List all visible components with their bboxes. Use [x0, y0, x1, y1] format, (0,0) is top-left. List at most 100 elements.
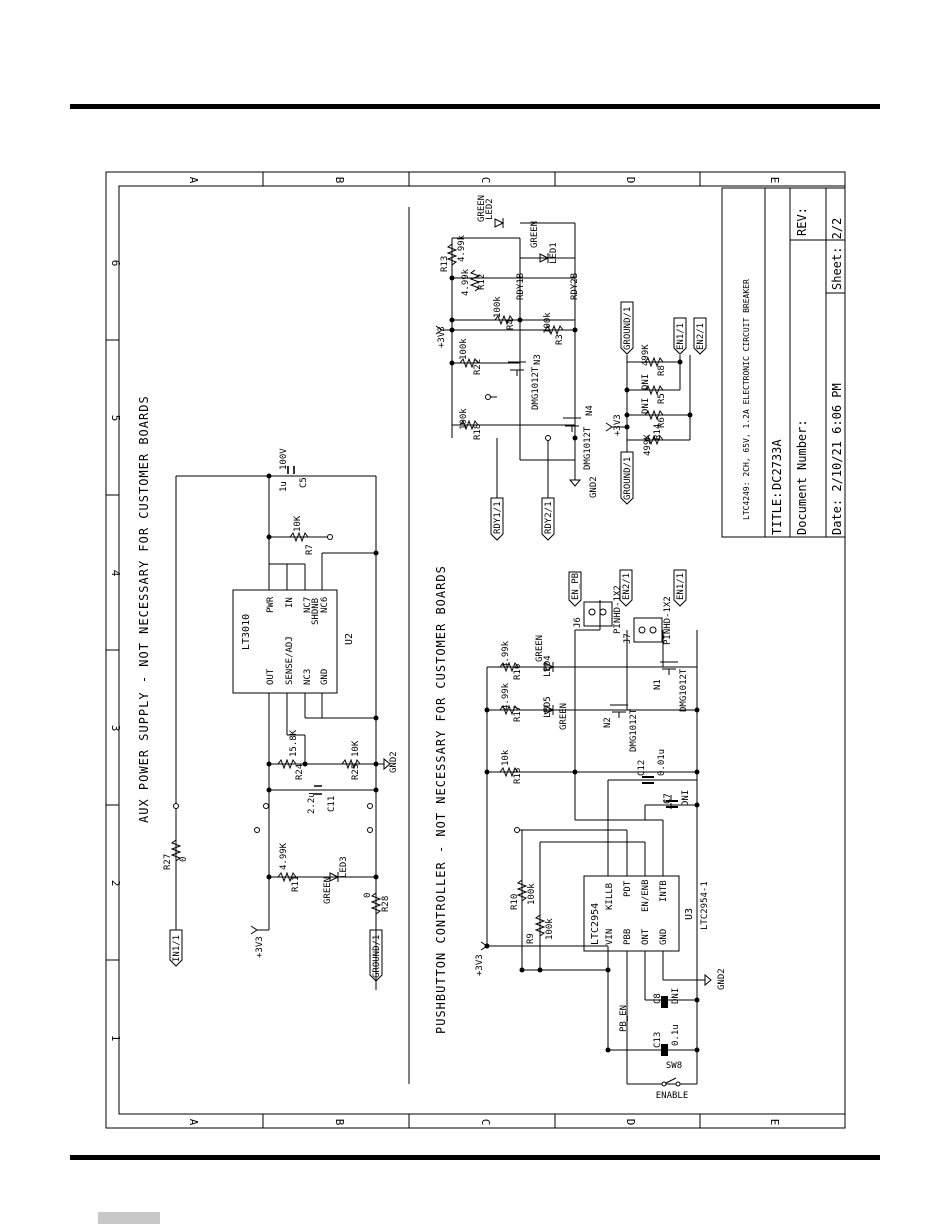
r10-resistor [516, 879, 528, 902]
c13-capacitor [661, 1044, 668, 1056]
r6-value: DNI [641, 398, 651, 414]
port-ground-bot-label: GROUND/1 [623, 457, 633, 500]
r11-resistor [277, 871, 297, 883]
title-label: TITLE: [770, 492, 784, 535]
junction [373, 715, 379, 721]
r18-ref: R18 [513, 768, 523, 784]
u2-pin-gnd: GND [320, 669, 330, 685]
r17-ref: R17 [513, 706, 523, 722]
r24-value: 15.8K [289, 729, 299, 757]
port-en2-label: EN2/1 [696, 323, 706, 350]
port-rdy2-label: RDY2/1 [544, 501, 554, 534]
port-en2-pb-shape [619, 569, 633, 607]
n1-mosfet [660, 661, 678, 675]
port-en-pb-shape [568, 571, 582, 607]
rdy-gnd2-symbol [568, 438, 582, 487]
port-in1-shape [169, 929, 183, 967]
u2-pin-nc7: NC7 [303, 597, 313, 613]
port-rdy1-label: RDY1/1 [493, 501, 503, 534]
junction [449, 275, 455, 281]
port-ground-aux-shape [369, 929, 383, 982]
r9-ref: R9 [526, 933, 536, 944]
r12-ref: R12 [477, 274, 487, 290]
rdy-plus3v3-label: +3V3 [437, 326, 447, 348]
r8-value: 499K [641, 344, 651, 366]
u2-pin-out: OUT [266, 668, 276, 685]
port-en2-pb-label: EN2/1 [622, 573, 632, 600]
r18b-ref: R18 [473, 424, 483, 440]
c5-voltage: 100V [279, 448, 289, 470]
junction [624, 424, 630, 430]
junction [266, 473, 272, 479]
u2-body [232, 589, 338, 694]
r12-resistor [469, 269, 481, 292]
junction [266, 761, 272, 767]
zone-top-b: B [333, 177, 346, 184]
pb-en-label: PB_EN [619, 1005, 629, 1032]
zone-bot-a: A [187, 1119, 200, 1126]
r4-ref: R4 [506, 319, 516, 330]
junction [677, 359, 683, 365]
port-ground-bot-shape [620, 451, 634, 505]
r22-resistor [459, 357, 479, 369]
footer-tab [98, 1212, 160, 1224]
r11-value: 4.99K [279, 842, 289, 870]
n2-ref: N2 [603, 717, 613, 728]
n2-mosfet [610, 704, 628, 718]
r13-resistor [446, 243, 458, 266]
zone-top-e: E [768, 177, 781, 184]
zone-bot-c: C [479, 1119, 492, 1126]
open-terminal [263, 803, 269, 809]
led2-ref: LED2 [485, 198, 495, 220]
title-block-description: LTC4249: 2CH, 65V, 1.2A ELECTRONIC CIRCU… [742, 279, 751, 520]
led3-diode [329, 872, 340, 882]
r6-resistor [644, 409, 664, 421]
led1-color: GREEN [530, 221, 540, 248]
port-en1-pb-label: EN1/1 [676, 573, 686, 600]
r3-resistor [544, 324, 564, 336]
r7-value: 10K [293, 515, 303, 532]
led5-ref: LED5 [543, 696, 553, 718]
u3-pin-killb: KILLB [605, 883, 615, 910]
aux-plus3v3-label: +3V3 [255, 936, 265, 958]
c13-value: 0.1u [671, 1024, 681, 1046]
n3-ref: N3 [533, 354, 543, 365]
junction [517, 317, 523, 323]
junction [694, 769, 700, 775]
r13-value: 4.99k [457, 234, 467, 262]
r10-ref: R10 [510, 894, 520, 910]
open-terminal [485, 394, 491, 400]
c5-ref: C5 [299, 477, 309, 488]
junction [605, 1047, 611, 1053]
zone-num-4: 4 [109, 570, 122, 577]
n1-part: DMG1012T [679, 668, 689, 712]
j6-pin [599, 608, 607, 616]
c12-plates2 [642, 782, 654, 784]
led4-ref: LED4 [543, 655, 553, 677]
aux-plus3v3-arrow [250, 925, 258, 935]
u3-part: LTC2954 [590, 903, 601, 945]
junction [266, 787, 272, 793]
r27-ref: R27 [163, 854, 173, 870]
junction [694, 1047, 700, 1053]
junction [605, 967, 611, 973]
junction [373, 550, 379, 556]
open-terminal [514, 827, 520, 833]
j6-header [583, 601, 613, 627]
open-terminal [327, 534, 333, 540]
j7-header [633, 617, 663, 643]
junction [572, 769, 578, 775]
r16-resistor [499, 661, 519, 673]
r27-value: 0 [179, 857, 189, 862]
r18-resistor [499, 766, 519, 778]
footer-rule [70, 1155, 880, 1160]
drawing-frame [105, 171, 846, 1129]
sw8-contact [675, 1081, 681, 1087]
n4-part: DMG1012T [583, 426, 593, 470]
en-plus3v3-label: +3V3 [613, 414, 623, 436]
n4-ref: N4 [585, 405, 595, 416]
u2-pin-pwr: PWR [266, 596, 276, 613]
r8-ref: R8 [657, 365, 667, 376]
open-terminal [173, 803, 179, 809]
